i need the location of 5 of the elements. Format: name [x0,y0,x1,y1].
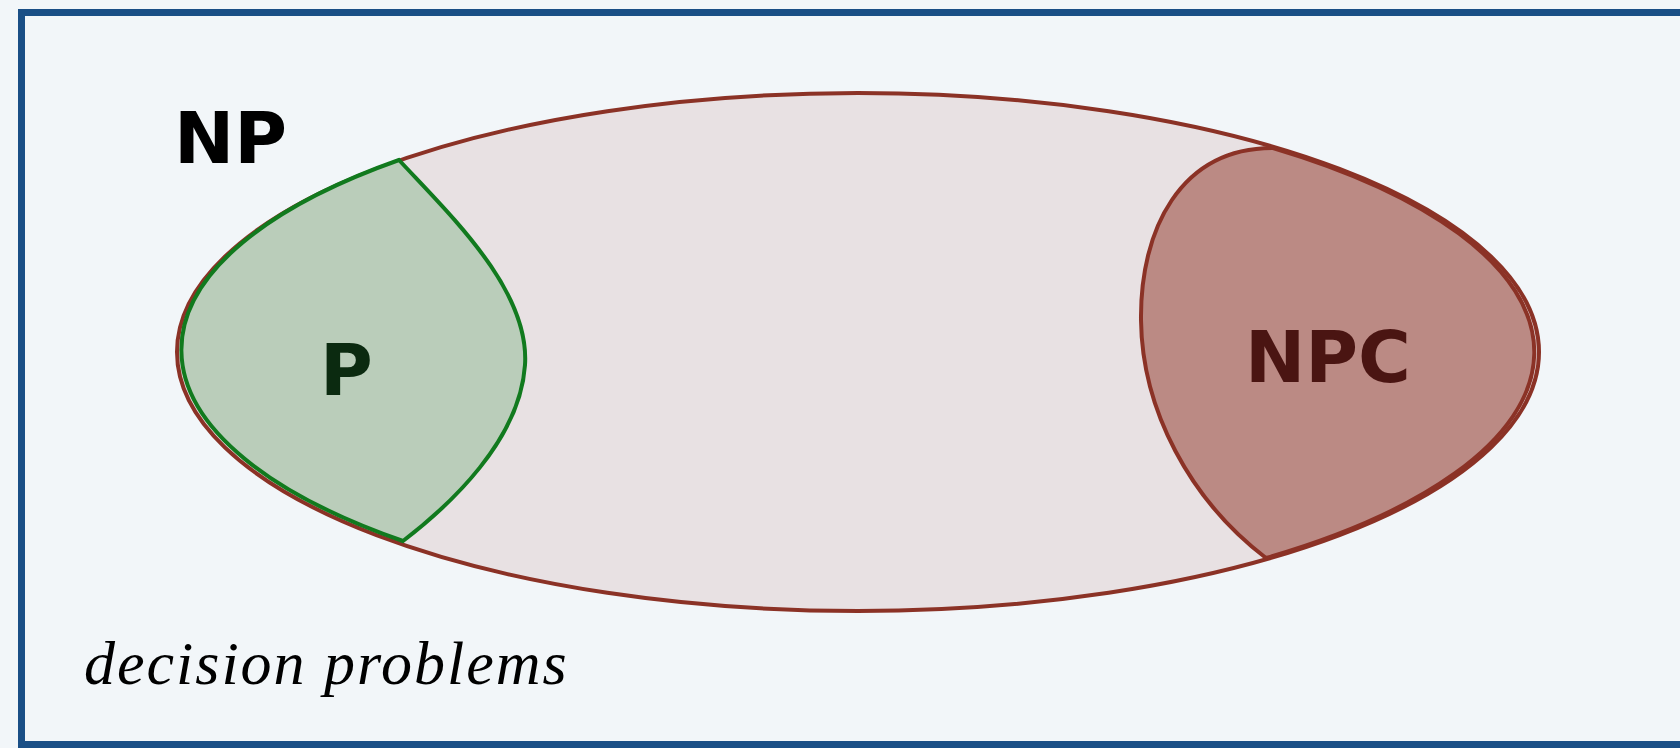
frame-panel [18,9,1680,748]
set-label: NP [174,96,288,180]
set-label: P [320,328,373,412]
set-label: decision problems [84,628,569,699]
set-label: NPC [1245,315,1411,399]
